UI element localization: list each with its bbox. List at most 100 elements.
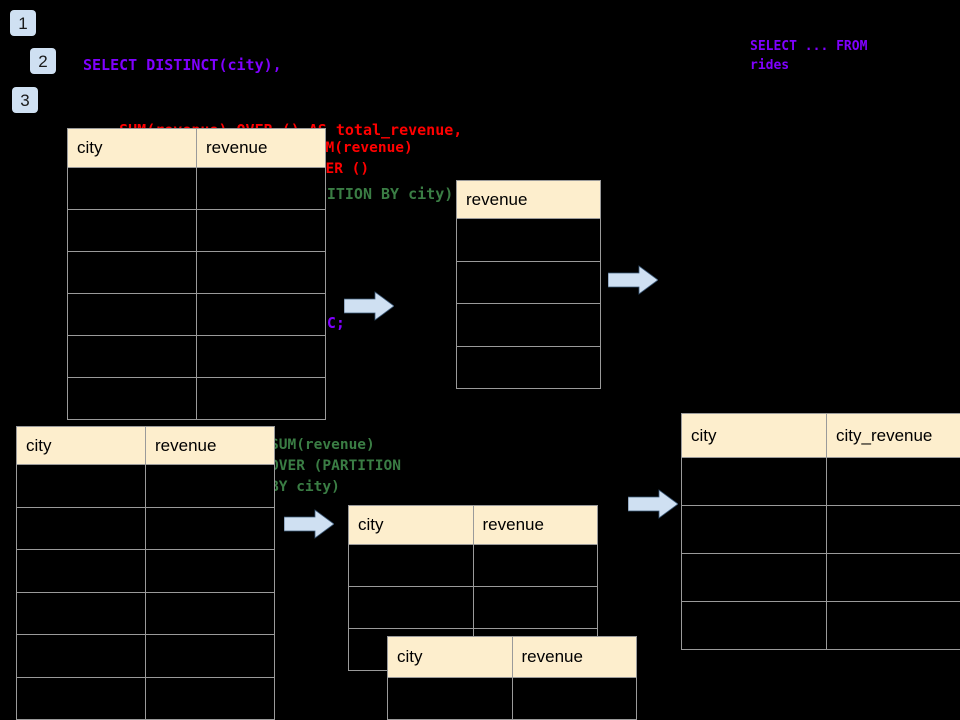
table-cell [826,505,960,554]
table-cell [16,676,146,720]
table-cell [67,167,197,210]
column-header-city-revenue: city_revenue [826,413,960,458]
table-row [16,676,275,720]
table-cell [456,303,601,347]
table-cell [67,377,197,420]
step-badge-3[interactable]: 3 [12,87,38,113]
column-header-revenue: revenue [196,128,326,168]
table-cell [196,209,326,252]
table-cell [196,293,326,336]
table-row [16,464,275,508]
table-cell [196,377,326,420]
table-cell [681,457,827,506]
table-cell [196,167,326,210]
table-row [16,634,275,678]
table-cell [681,553,827,602]
column-header-city: city [348,505,474,545]
arrow-total-to-result [607,264,659,296]
table-cell [67,251,197,294]
table-row [681,505,960,554]
table-cell [145,591,275,635]
step-badge-2-label: 2 [38,51,48,71]
table-row [16,549,275,593]
table-cell [16,634,146,678]
table-row [456,218,601,262]
column-header-revenue: revenue [145,426,275,465]
table-row [16,591,275,635]
table-header-row: revenue [456,180,601,219]
table-cell [145,634,275,678]
table-row [348,544,598,587]
table-cell [16,591,146,635]
table-row [67,377,326,420]
table-cell [67,293,197,336]
table-row [348,586,598,629]
table-cell [145,506,275,550]
table-cell [196,335,326,378]
table-row [67,293,326,336]
table-cell [16,464,146,508]
table-cell [145,464,275,508]
table-row [387,677,637,720]
table-cell [681,601,827,650]
table-cell [826,457,960,506]
table-cell [681,505,827,554]
table-cell [348,586,474,629]
column-header-city: city [681,413,827,458]
column-header-city: city [387,636,513,678]
table-cell [456,218,601,262]
arrow-partition-to-result [627,488,679,520]
column-header-revenue: revenue [472,505,598,545]
table-row [681,601,960,650]
table-row [681,457,960,506]
arrow-source-to-partition [283,508,335,540]
table-cell [387,677,513,720]
table-row [456,260,601,304]
table-cell [67,335,197,378]
sql-line-1: SELECT DISTINCT(city), [83,56,282,74]
table-cell [826,553,960,602]
table-row [67,335,326,378]
table-row [456,345,601,389]
table-cell [16,549,146,593]
table-cell [456,345,601,389]
step-badge-1-label: 1 [18,13,28,33]
total-revenue-table: revenue [456,180,601,389]
table-cell [145,676,275,720]
step-badge-3-label: 3 [20,90,30,110]
step-badge-1[interactable]: 1 [10,10,36,36]
table-cell [511,677,637,720]
table-cell [145,549,275,593]
table-row [67,209,326,252]
column-header-city: city [16,426,146,465]
table-row [67,167,326,210]
annotation-city-revenue: SUM(revenue) OVER (PARTITION BY city) [270,437,401,495]
table-cell [472,586,598,629]
column-header-revenue: revenue [456,180,601,219]
step-badge-2[interactable]: 2 [30,48,56,74]
table-cell [16,506,146,550]
column-header-city: city [67,128,197,168]
arrow-source-to-total [343,290,395,322]
table-row [456,303,601,347]
table-cell [826,601,960,650]
sql-side-note: SELECT ... FROM rides [750,39,868,73]
table-cell [348,544,474,587]
table-cell [196,251,326,294]
table-cell [456,260,601,304]
table-row [16,506,275,550]
table-cell [472,544,598,587]
column-header-revenue: revenue [511,636,637,678]
table-row [681,553,960,602]
table-cell [67,209,197,252]
